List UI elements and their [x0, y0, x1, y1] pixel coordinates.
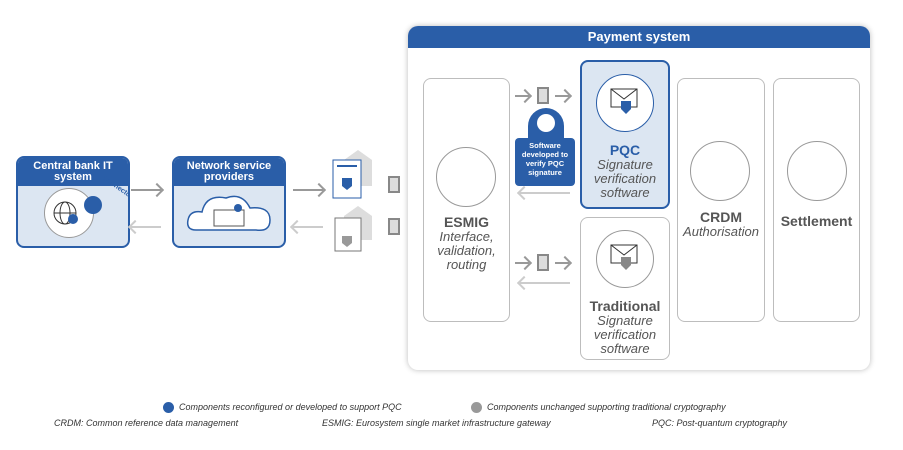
user-card-icon [690, 141, 750, 201]
token-icon [537, 87, 549, 104]
token-icon [388, 176, 400, 193]
document-check-icon [787, 141, 847, 201]
network-box: Network service providers [172, 156, 286, 248]
legend-gray-dot [471, 402, 482, 413]
footnote-esmig: ESMIG: Eurosystem single market infrastr… [322, 418, 551, 428]
arrow-right [555, 262, 569, 264]
envelope-shield-icon [596, 230, 654, 288]
arrow-right [555, 95, 569, 97]
esmig-box: ESMIG Interface, validation, routing [423, 78, 510, 322]
arrow-left [293, 226, 323, 228]
envelope-shield-icon [596, 74, 654, 132]
central-bank-box: Central bank IT system Connector [16, 156, 130, 248]
arrow-right [131, 189, 161, 191]
legend-blue-label: Components reconfigured or developed to … [179, 402, 402, 412]
network-title: Network service providers [174, 158, 284, 186]
footnote-crdm: CRDM: Common reference data management [54, 418, 239, 428]
pqc-box: PQC Signature verification software [580, 60, 670, 209]
arrow-left [520, 192, 570, 194]
server-envelope-icon [436, 147, 496, 207]
software-badge: Software developed to verify PQC signatu… [515, 138, 575, 186]
arrow-left [131, 226, 161, 228]
esmig-title: ESMIG [443, 214, 490, 230]
arrow-right [515, 262, 529, 264]
cloud-icon [186, 195, 271, 232]
traditional-box: Traditional Signature verification softw… [580, 217, 670, 360]
legend-gray-label: Components unchanged supporting traditio… [487, 402, 726, 412]
connector-icon [84, 196, 102, 214]
arrow-right [293, 189, 323, 191]
crdm-subtitle: Authorisation [683, 224, 759, 239]
crdm-box: CRDM Authorisation [677, 78, 765, 322]
esmig-subtitle: Interface, validation, routing [437, 229, 496, 272]
arrow-right [515, 95, 529, 97]
footnote-pqc: PQC: Post-quantum cryptography [652, 418, 788, 428]
crdm-title: CRDM [700, 209, 742, 225]
signed-documents-icon [332, 150, 372, 252]
software-icon [528, 108, 564, 138]
legend-blue-dot [163, 402, 174, 413]
token-icon [388, 218, 400, 235]
payment-system-title: Payment system [408, 26, 870, 48]
arrow-left [520, 282, 570, 284]
pqc-subtitle: Signature verification software [593, 157, 657, 200]
traditional-title: Traditional [589, 298, 661, 314]
pqc-title: PQC [609, 142, 641, 158]
central-bank-title: Central bank IT system [18, 158, 128, 186]
settlement-title: Settlement [780, 213, 853, 229]
token-icon [537, 254, 549, 271]
globe-gear-icon [44, 188, 94, 238]
settlement-box: Settlement [773, 78, 860, 322]
traditional-subtitle: Signature verification software [593, 313, 657, 356]
